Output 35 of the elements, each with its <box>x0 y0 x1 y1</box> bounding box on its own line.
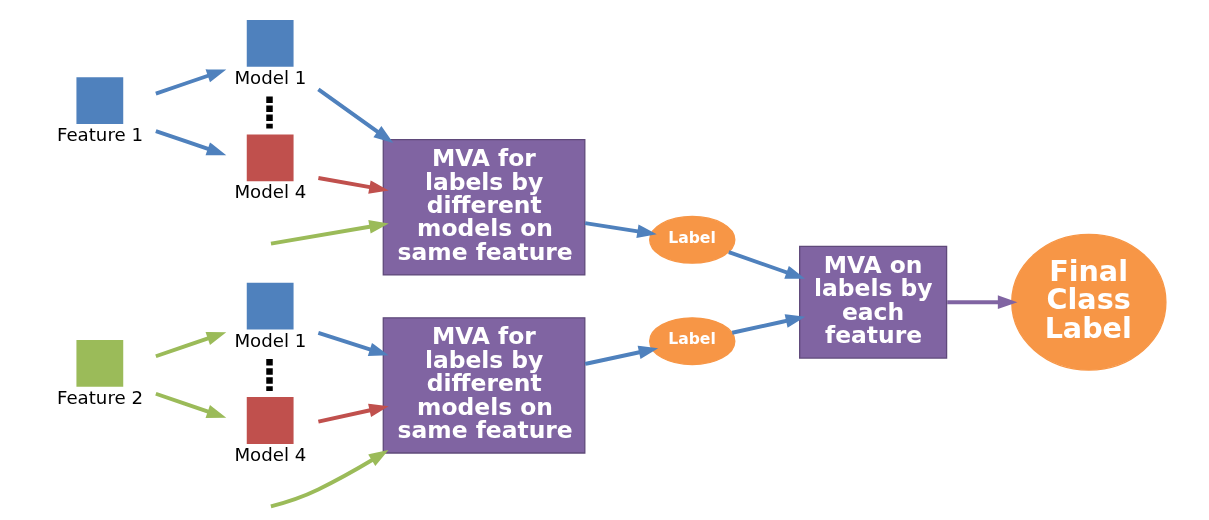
node-box <box>75 76 123 124</box>
arrow <box>946 294 1017 309</box>
arrow <box>270 219 389 246</box>
node-box <box>75 339 123 387</box>
arrow <box>154 391 226 418</box>
connector <box>265 358 273 391</box>
node-box <box>246 396 294 444</box>
node-label: Model 1 <box>233 66 306 88</box>
arrow <box>317 403 389 424</box>
connector <box>265 95 273 128</box>
arrow <box>154 68 226 95</box>
arrow <box>269 449 388 508</box>
node-label: Feature 1 <box>56 123 143 145</box>
arrow <box>317 330 388 356</box>
arrow <box>727 249 805 279</box>
arrow <box>316 87 393 143</box>
node-label: Model 4 <box>233 443 306 465</box>
node-ellipse: Label <box>648 215 735 264</box>
arrow <box>584 345 658 366</box>
arrow <box>154 331 226 358</box>
node-box: MVA on labels by each feature <box>798 245 947 359</box>
node-label: Feature 2 <box>56 386 143 408</box>
node-box <box>246 133 294 181</box>
arrow <box>154 128 226 155</box>
node-box <box>246 19 294 67</box>
node-box <box>246 282 294 329</box>
node-ellipse: Label <box>648 316 735 365</box>
arrow <box>731 313 805 335</box>
node-label: Model 4 <box>233 180 306 202</box>
node-label: Model 1 <box>233 329 306 351</box>
node-box: MVA for labels by different models on same feature <box>382 138 585 276</box>
arrow <box>584 220 657 238</box>
arrow <box>317 175 389 194</box>
node-ellipse: Final Class Label <box>1010 233 1167 371</box>
node-box: MVA for labels by different models on same feature <box>382 316 585 454</box>
